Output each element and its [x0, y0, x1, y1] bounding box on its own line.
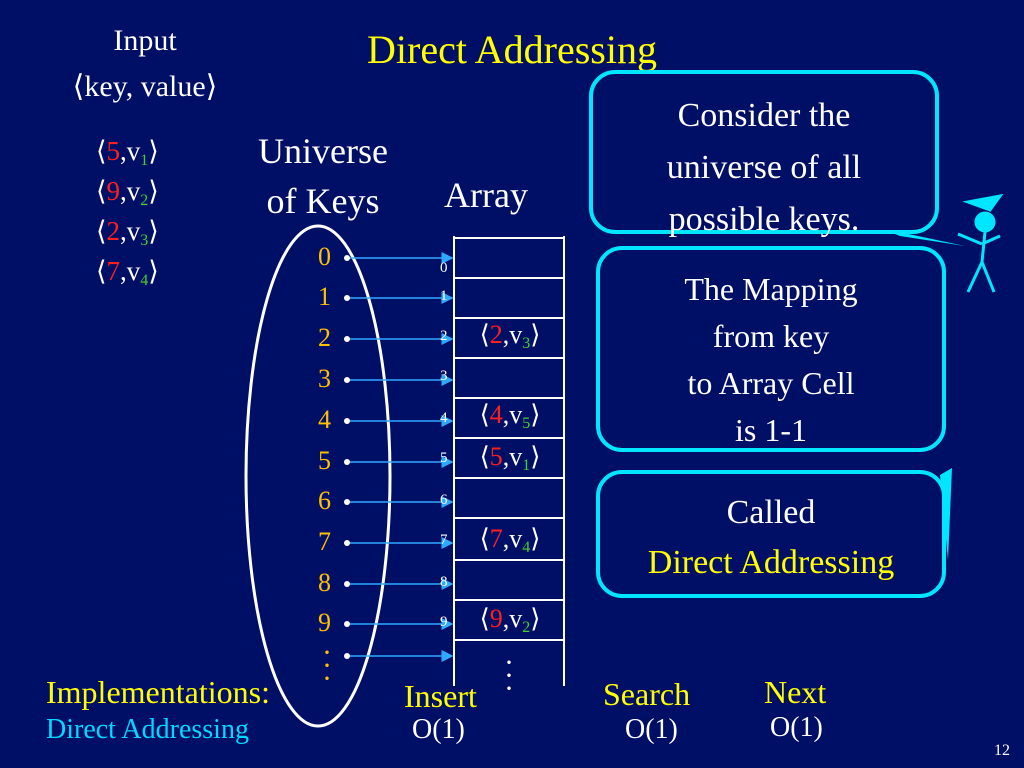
op-search-cost: O(1) — [625, 714, 678, 745]
key-label: 6 — [318, 486, 331, 515]
input-heading: Input — [113, 24, 177, 57]
universe-label-2: of Keys — [266, 181, 380, 221]
universe-label: Universe — [258, 131, 388, 171]
callout-line: universe of all — [666, 149, 862, 186]
keys-ellipsis: ··· — [322, 636, 332, 695]
callout-universe: Consider the universe of all possible ke… — [589, 70, 939, 238]
callout-line: The Mapping — [684, 271, 858, 307]
callout-line: Consider the — [677, 97, 851, 134]
callout-line: is 1-1 — [735, 412, 807, 448]
array-cell-2: ⟨2,v3⟩ — [479, 320, 541, 352]
array-label: Array — [444, 175, 528, 215]
input-pair: ⟨2,v3⟩ — [96, 216, 159, 249]
key-label: 3 — [318, 364, 331, 393]
array-index: 0 — [440, 260, 448, 276]
array-cell-5: ⟨5,v1⟩ — [479, 442, 541, 474]
universe-ellipse — [244, 224, 392, 728]
array-index: 8 — [440, 574, 448, 590]
key-label: 8 — [318, 568, 331, 597]
implementations-value: Direct Addressing — [46, 714, 249, 745]
op-next: Next — [764, 674, 827, 710]
key-dots — [344, 255, 350, 659]
page-number: 12 — [994, 742, 1010, 759]
array-cell-4: ⟨4,v5⟩ — [479, 400, 541, 432]
callout-line: to Array Cell — [687, 365, 855, 401]
op-insert: Insert — [404, 678, 477, 714]
implementations-label: Implementations: — [46, 674, 270, 710]
input-pair: ⟨7,v4⟩ — [96, 256, 159, 289]
array-index: 7 — [440, 532, 448, 548]
op-next-cost: O(1) — [770, 712, 823, 743]
array-grid — [453, 236, 565, 686]
key-label: 4 — [318, 405, 331, 434]
callout-line: from key — [712, 318, 830, 354]
array-index: 5 — [440, 450, 448, 466]
callout-mapping: The Mapping from key to Array Cell is 1-… — [596, 246, 946, 452]
callout-called: Called Direct Addressing — [596, 470, 946, 598]
key-label: 2 — [318, 323, 331, 352]
array-ellipsis: ··· — [504, 646, 514, 705]
array-cell-7: ⟨7,v4⟩ — [479, 524, 541, 556]
callout-highlight: Direct Addressing — [647, 544, 895, 581]
callout-line: Called — [726, 494, 816, 531]
key-label: 7 — [318, 527, 331, 556]
key-arrows — [348, 252, 454, 662]
cartoon-figure — [957, 193, 1004, 293]
key-label: 1 — [318, 282, 331, 311]
input-format: ⟨key, value⟩ — [72, 70, 218, 103]
callout-line: possible keys. — [668, 201, 860, 238]
input-pair: ⟨5,v1⟩ — [96, 136, 159, 169]
key-label: 0 — [318, 242, 331, 271]
array-index: 6 — [440, 492, 448, 508]
op-search: Search — [603, 676, 691, 712]
slide-title: Direct Addressing — [367, 27, 657, 72]
key-label: 9 — [318, 608, 331, 637]
input-pair: ⟨9,v2⟩ — [96, 176, 159, 209]
key-label: 5 — [318, 446, 331, 475]
array-index: 1 — [440, 288, 448, 304]
array-cell-9: ⟨9,v2⟩ — [479, 604, 541, 636]
array-index: 3 — [440, 368, 448, 384]
array-index: 9 — [440, 614, 448, 630]
array-index: 4 — [440, 410, 448, 426]
op-insert-cost: O(1) — [412, 714, 465, 745]
array-index: 2 — [440, 328, 448, 344]
